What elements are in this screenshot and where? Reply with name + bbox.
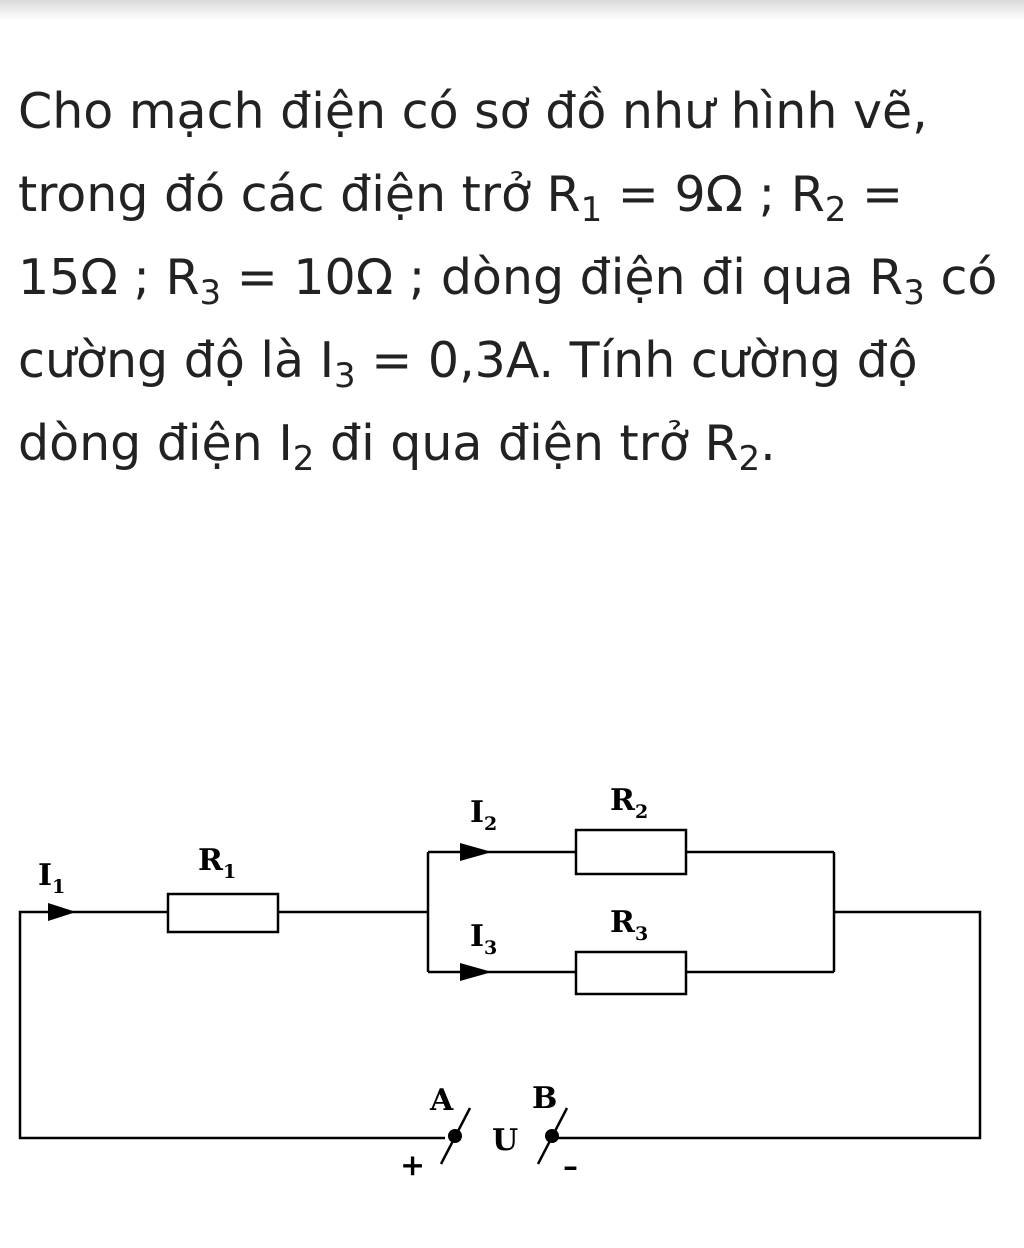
current-arrow-i3 bbox=[460, 963, 492, 981]
circuit-diagram: I1 R1 I2 R2 I3 R3 A B U + – bbox=[18, 783, 982, 1184]
label-minus: – bbox=[563, 1149, 578, 1184]
label-terminal-a: A bbox=[429, 1083, 454, 1118]
problem-text-3: = 15Ω ; R bbox=[18, 166, 904, 306]
label-plus: + bbox=[400, 1148, 425, 1183]
problem-sub-1: 1 bbox=[580, 190, 603, 230]
label-r2: R2 bbox=[610, 783, 648, 823]
current-arrow-i2 bbox=[460, 843, 492, 861]
problem-sub-3: 3 bbox=[199, 273, 222, 313]
problem-statement: Cho mạch điện có sơ đồ như hình vẽ, tron… bbox=[18, 70, 1008, 485]
label-i3: I3 bbox=[470, 919, 497, 959]
problem-text-7: đi qua điện trở R bbox=[314, 415, 739, 472]
label-voltage-u: U bbox=[492, 1123, 518, 1158]
problem-sub-4: 3 bbox=[903, 273, 925, 313]
label-i1: I1 bbox=[38, 858, 65, 898]
problem-text-4: = 10Ω ; dòng điện đi qua R bbox=[221, 249, 904, 306]
problem-sub-2: 2 bbox=[824, 190, 847, 230]
current-arrow-i1 bbox=[48, 903, 76, 921]
problem-sub-7: 2 bbox=[738, 439, 761, 479]
problem-text-2: = 9Ω ; R bbox=[602, 166, 825, 223]
resistor-r2 bbox=[574, 828, 688, 876]
resistor-r1 bbox=[166, 892, 280, 934]
main-wire bbox=[18, 910, 445, 1140]
problem-sub-6: 2 bbox=[292, 439, 315, 479]
circuit-wires bbox=[18, 850, 982, 1140]
problem-sub-5: 3 bbox=[334, 356, 356, 396]
label-r3: R3 bbox=[610, 905, 648, 945]
terminal-switch bbox=[439, 1107, 569, 1165]
top-shadow bbox=[0, 0, 1024, 20]
resistor-r3 bbox=[574, 950, 688, 996]
problem-text-6: = 0,3A. Tính cường độ dòng điện I bbox=[18, 332, 918, 472]
problem-text-8: . bbox=[760, 415, 776, 472]
problem-text-1: Cho mạch điện có sơ đồ như hình vẽ, tron… bbox=[18, 83, 928, 223]
label-i2: I2 bbox=[470, 795, 497, 835]
label-r1: R1 bbox=[198, 843, 236, 883]
label-terminal-b: B bbox=[532, 1081, 557, 1116]
problem-text-5: có cường độ là I bbox=[18, 249, 998, 389]
